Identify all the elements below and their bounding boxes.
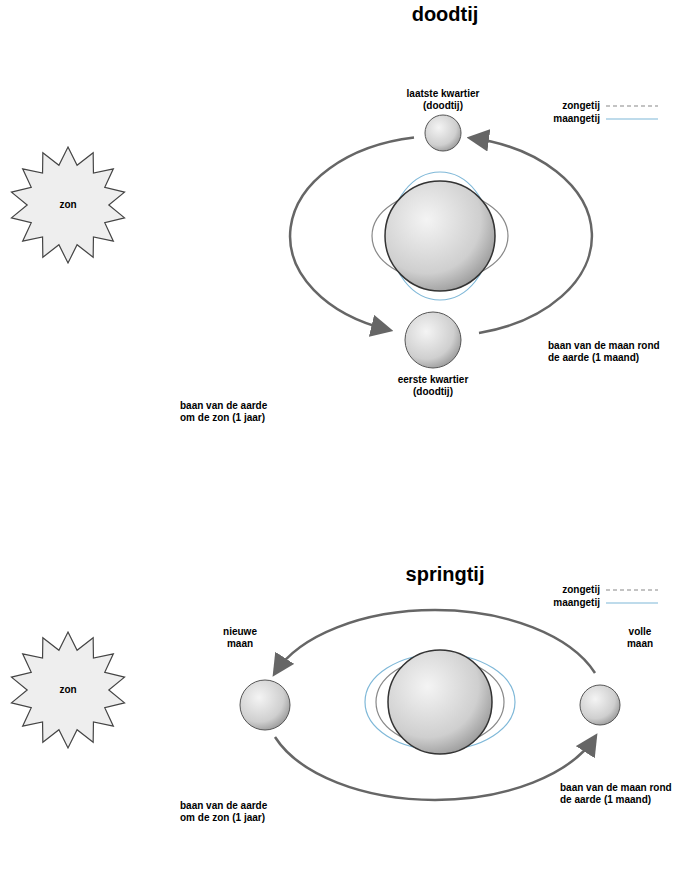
legend-line-sample (604, 100, 660, 112)
moon (405, 312, 461, 368)
legend-line (606, 602, 658, 603)
legend-line-sample (604, 584, 660, 596)
legend-line (606, 589, 658, 590)
diagram-title: doodtij (365, 2, 525, 26)
legend-text: maangetij (553, 113, 600, 125)
diagram-title: springtij (365, 562, 525, 586)
sun-shape: zon (8, 145, 128, 265)
neap-tide-figure (290, 115, 592, 368)
legend-text: zongetij (562, 100, 600, 112)
legend-text: zongetij (562, 584, 600, 596)
legend-row: zongetij (562, 584, 660, 596)
moon-phase-label: laatste kwartier (doodtij) (395, 88, 491, 112)
orbit-label: baan van de aarde om de zon (1 jaar) (180, 400, 280, 424)
legend-row: maangetij (553, 597, 660, 609)
earth (385, 181, 495, 291)
orbit-label: baan van de aarde om de zon (1 jaar) (180, 800, 280, 824)
legend-row: maangetij (553, 113, 660, 125)
orbit-label: baan van de maan rond de aarde (1 maand) (548, 340, 668, 364)
moon (240, 680, 290, 730)
legend-line (606, 118, 658, 119)
legend-line (606, 105, 658, 106)
moon (425, 115, 461, 151)
legend-row: zongetij (562, 100, 660, 112)
earth (388, 650, 492, 754)
sun-shape: zon (8, 630, 128, 750)
spring-tide-figure (240, 610, 620, 800)
moon (580, 685, 620, 725)
legend-line-sample (604, 113, 660, 125)
sun-label: zon (8, 684, 128, 696)
moon-phase-label: volle maan (615, 626, 665, 650)
sun-label: zon (8, 199, 128, 211)
legend-text: maangetij (553, 597, 600, 609)
legend-line-sample (604, 597, 660, 609)
orbit-label: baan van de maan rond de aarde (1 maand) (560, 782, 680, 806)
moon-phase-label: eerste kwartier (doodtij) (385, 374, 481, 398)
moon-phase-label: nieuwe maan (210, 626, 270, 650)
